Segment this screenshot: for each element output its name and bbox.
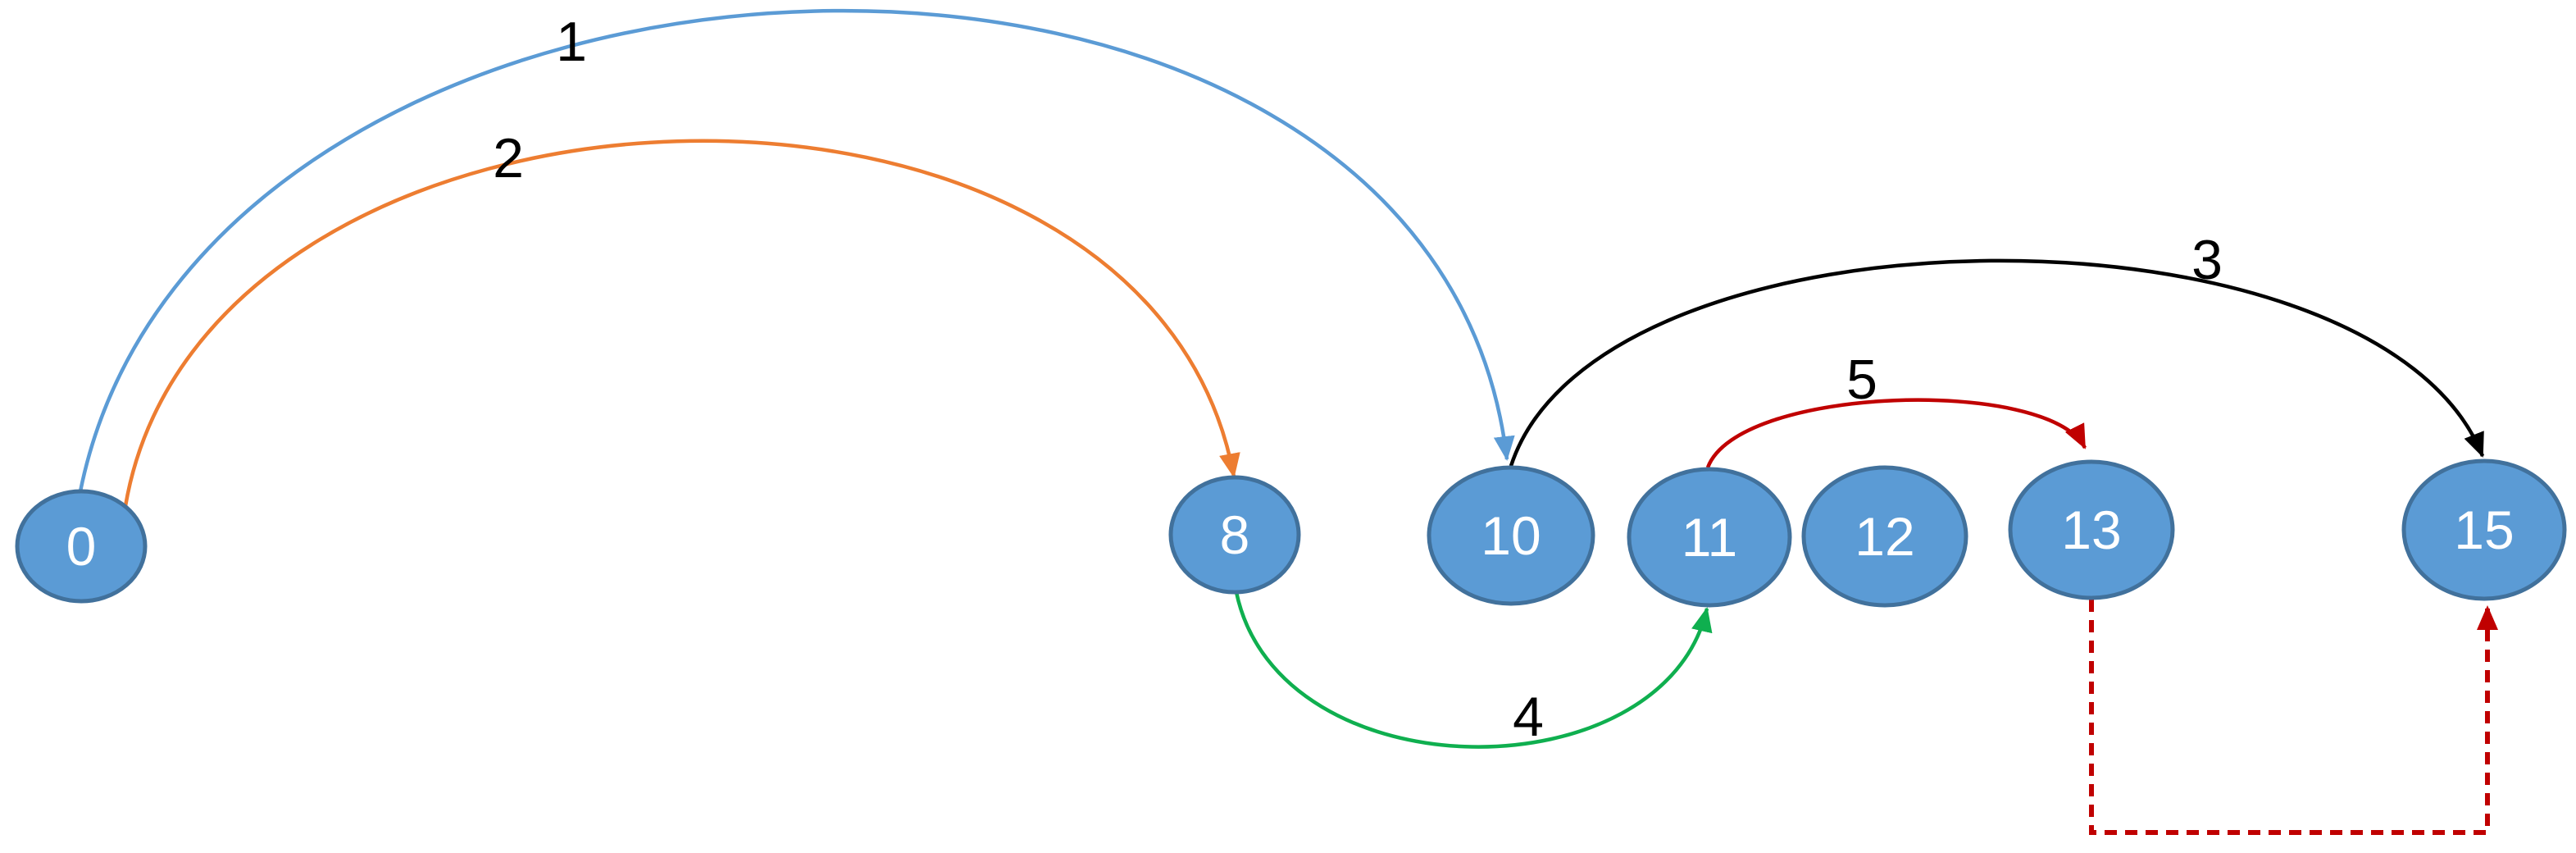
edges-layer <box>78 8 2498 835</box>
node-label-0: 0 <box>66 516 97 577</box>
node-0: 0 <box>15 489 148 604</box>
node-ellipse-11 <box>1627 467 1792 608</box>
node-ellipse-0 <box>15 489 148 604</box>
edge-arrow-3 <box>1509 258 2485 467</box>
edge-arrow-2 <box>123 139 1240 507</box>
node-ellipse-15 <box>2401 458 2567 601</box>
edge-arrow-4 <box>1234 591 1713 749</box>
edge-label-1: 1 <box>556 11 587 73</box>
node-15: 15 <box>2401 458 2567 601</box>
edge-labels-layer: 12 3 4 5 <box>493 11 2223 748</box>
node-label-13: 13 <box>2061 499 2121 560</box>
edge-arrow-dashed-13-to-15 <box>2089 600 2498 835</box>
node-8: 8 <box>1168 475 1301 595</box>
nodes-layer: 0 8 10 11 12 13 15 <box>15 458 2567 608</box>
edge-arrow-5 <box>1705 398 2087 468</box>
node-ellipse-12 <box>1801 465 1968 608</box>
node-ellipse-8 <box>1168 475 1301 595</box>
edge-label-3: 3 <box>2191 229 2223 291</box>
edge-label-2: 2 <box>493 127 524 189</box>
node-ellipse-13 <box>2008 459 2175 600</box>
node-label-12: 12 <box>1855 506 1914 567</box>
node-11: 11 <box>1627 467 1792 608</box>
node-10: 10 <box>1427 465 1595 606</box>
node-label-11: 11 <box>1682 507 1738 568</box>
edge-label-5: 5 <box>1846 349 1877 411</box>
node-ellipse-10 <box>1427 465 1595 606</box>
node-13: 13 <box>2008 459 2175 600</box>
node-12: 12 <box>1801 465 1968 608</box>
node-label-15: 15 <box>2454 499 2514 560</box>
edge-label-4: 4 <box>1513 686 1544 748</box>
node-label-8: 8 <box>1220 504 1250 565</box>
node-label-10: 10 <box>1481 505 1541 566</box>
edge-arrow-1 <box>78 8 1515 492</box>
